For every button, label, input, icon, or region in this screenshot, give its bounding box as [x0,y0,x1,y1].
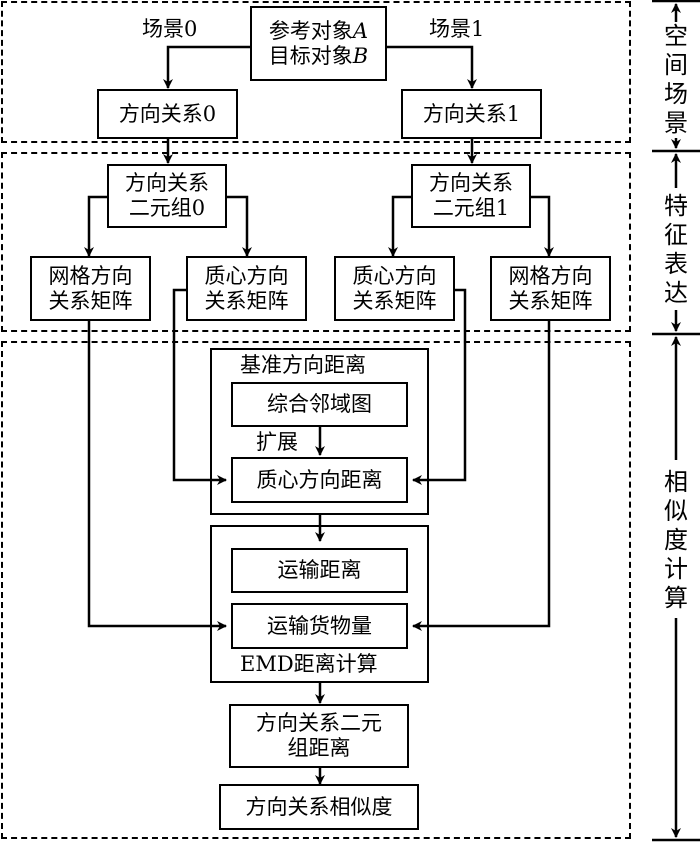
grid-matrix-left-line2: 关系矩阵 [48,288,133,313]
tuple-distance-box: 方向关系二元 组距离 [229,704,409,768]
transport-volume-text: 运输货物量 [267,613,372,638]
spatial-scene-side-label: 空间场景 [662,22,690,138]
grid-matrix-left-line1: 网格方向 [48,263,133,288]
relation-tuple-0-line1: 方向关系 [125,171,209,195]
grid-direction-matrix-left-box: 网格方向 关系矩阵 [30,256,151,321]
neighborhood-graph-text: 综合邻域图 [267,392,372,416]
direction-relation-similarity-text: 方向关系相似度 [245,794,393,819]
section-similarity-calculation [1,341,631,839]
arrow-tuple0-to-centroid-left [226,195,252,257]
centroid-direction-matrix-left-box: 质心方向 关系矩阵 [186,256,307,321]
direction-relation-similarity-box: 方向关系相似度 [219,784,419,830]
section-spatial-scene [1,1,631,143]
target-object-label: 目标对象B [268,43,369,68]
relation-tuple-1-box: 方向关系 二元组1 [411,164,531,228]
transport-distance-box: 运输距离 [231,548,408,593]
similarity-calculation-side-label: 相似度计算 [662,468,690,613]
centroid-matrix-right-line2: 关系矩阵 [352,288,437,313]
relation-tuple-1-line2: 二元组1 [432,196,510,220]
relation-tuple-0-box: 方向关系 二元组0 [107,164,227,228]
emd-calculation-frame [210,525,429,683]
arrow-centroid-left-to-centroid-distance [172,288,227,485]
extend-label: 扩展 [256,430,298,454]
arrow-tuple1-to-centroid-right [388,195,412,257]
input-objects-box: 参考对象A 目标对象B [250,6,387,81]
grid-matrix-right-line1: 网格方向 [508,263,593,288]
section-feature-expression [1,152,631,332]
arrow-tuple0-to-grid-left [84,195,108,257]
direction-relation-0-text: 方向关系0 [118,101,217,126]
scene1-label: 场景1 [429,17,485,41]
arrow-grid-right-to-transport-volume [412,320,551,631]
centroid-direction-distance-text: 质心方向距离 [256,467,383,492]
tuple-distance-line2: 组距离 [287,736,351,760]
centroid-matrix-left-line2: 关系矩阵 [204,288,289,313]
neighborhood-graph-box: 综合邻域图 [231,382,408,427]
tuple-distance-line1: 方向关系二元 [256,711,382,735]
direction-relation-1-box: 方向关系1 [401,89,542,139]
scene0-label: 场景0 [142,17,198,41]
centroid-direction-distance-box: 质心方向距离 [231,457,408,503]
arrow-grid-left-to-transport-volume [87,320,227,631]
emd-calculation-title: EMD距离计算 [240,652,378,676]
transport-volume-box: 运输货物量 [231,603,408,649]
arrow-tuple1-to-grid-right [529,195,554,257]
transport-distance-text: 运输距离 [277,558,362,582]
reference-object-label: 参考对象A [268,18,369,43]
arrow-input-to-dirrel0 [163,45,250,89]
base-direction-distance-title: 基准方向距离 [240,353,366,377]
centroid-matrix-left-line1: 质心方向 [204,263,289,288]
base-direction-distance-frame [210,348,429,515]
feature-expression-side-label: 特征表达 [662,192,690,308]
relation-tuple-0-line2: 二元组0 [128,196,206,220]
centroid-direction-matrix-right-box: 质心方向 关系矩阵 [334,256,455,321]
centroid-matrix-right-line1: 质心方向 [352,263,437,288]
grid-matrix-right-line2: 关系矩阵 [508,288,593,313]
direction-relation-0-box: 方向关系0 [97,89,238,139]
arrow-centroid-right-to-centroid-distance [412,288,467,485]
relation-tuple-1-line1: 方向关系 [429,171,513,195]
grid-direction-matrix-right-box: 网格方向 关系矩阵 [490,256,611,321]
direction-relation-1-text: 方向关系1 [422,101,521,126]
arrow-input-to-dirrel1 [387,45,477,89]
